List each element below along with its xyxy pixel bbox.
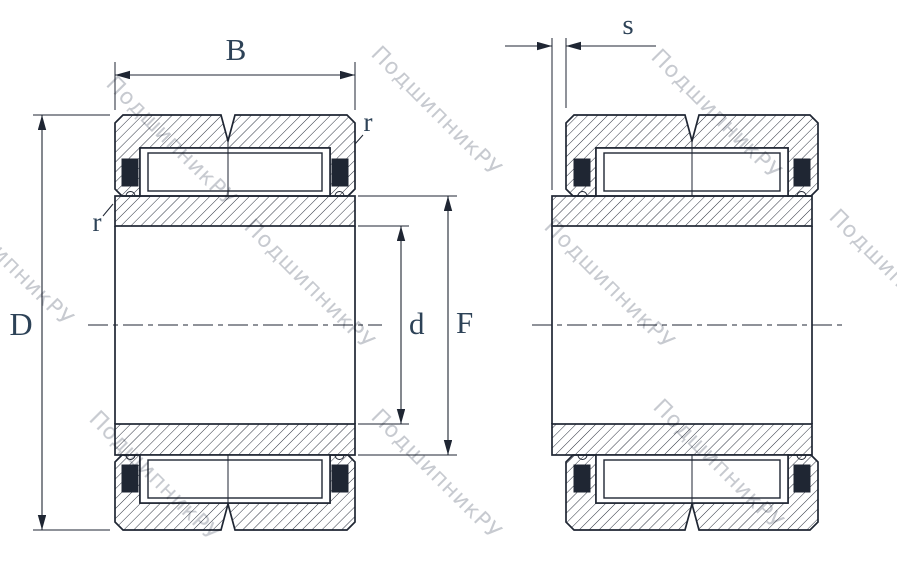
watermark-text: ПодшипникРУ: [824, 205, 897, 345]
watermark-text: ПодшипникРУ: [366, 42, 506, 182]
dimension-label-r-inner: r: [93, 207, 102, 237]
inner-ring-bottom-section: [114, 423, 356, 456]
seal-lip-arc: [334, 191, 345, 197]
leader-line-r-outer: [354, 134, 364, 145]
dimension-label-B: B: [226, 32, 247, 67]
dimension-label-r-outer: r: [364, 107, 373, 137]
needle-roller-bottom: [147, 459, 323, 499]
seal-lip-arc: [125, 191, 136, 197]
inner-ring-top-section-extended: [551, 195, 813, 227]
seal-top-left: [121, 158, 139, 187]
dimensions: B s D d F r r: [9, 9, 656, 531]
seal-lip-arc: [796, 454, 807, 460]
dimension-label-d: d: [409, 306, 425, 341]
inner-ring-top-section: [114, 195, 356, 227]
watermark-text: ПодшипникРУ: [239, 215, 379, 355]
dimension-label-D: D: [9, 306, 32, 342]
seal-bottom-right: [331, 464, 349, 493]
seal-lip-arc: [577, 191, 588, 197]
watermark-text: ПодшипникРУ: [539, 215, 679, 355]
seal-lip-arc: [334, 454, 345, 460]
watermark-text: ПодшипникРУ: [366, 405, 506, 545]
inner-ring-bottom-section-extended: [551, 423, 813, 456]
seal-top-left: [573, 158, 591, 187]
seal-lip-arc: [796, 191, 807, 197]
seal-lip-arc: [577, 454, 588, 460]
needle-roller-top: [147, 152, 323, 192]
seal-lip-arc: [125, 454, 136, 460]
seal-bottom-left: [573, 464, 591, 493]
dimension-label-F: F: [456, 305, 473, 340]
seal-top-right: [793, 158, 811, 187]
right-view: [532, 114, 846, 531]
dimension-label-s: s: [622, 9, 633, 41]
left-view: [88, 114, 382, 531]
seal-bottom-left: [121, 464, 139, 493]
seal-top-right: [331, 158, 349, 187]
seal-bottom-right: [793, 464, 811, 493]
leader-line-r-inner: [102, 203, 114, 217]
